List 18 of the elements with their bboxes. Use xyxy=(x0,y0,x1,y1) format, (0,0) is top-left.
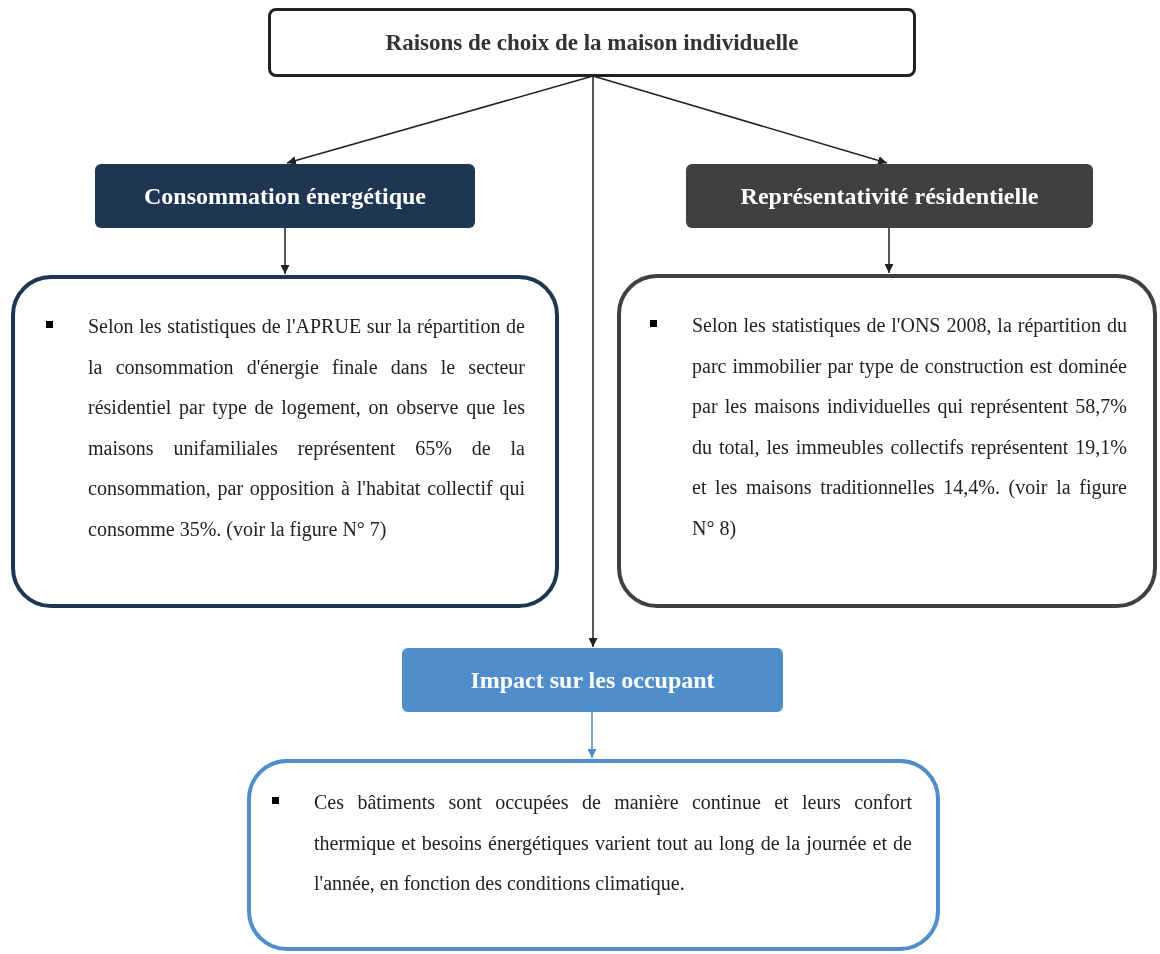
bullet-text: Selon les statistiques de l'ONS 2008, la répartition du parc immobilier par type de construction est dominée par les maisons individuelles qui représentent 58,7% du total, les immeubles collectifs représentent 19,1% et les maisons traditionnelles 14,4%. (voir la figure N° 8) xyxy=(692,313,1127,542)
arrow xyxy=(884,226,894,274)
text-card xyxy=(247,759,940,951)
bullet-text: Ces bâtiments sont occupées de manière continue et leurs confort thermique et besoins énergétiques varient tout au long de la journée et de l'année, en fonction des conditions climatique. xyxy=(314,790,912,897)
heading-text: Impact sur les occupant xyxy=(470,666,715,694)
heading-text: Consommation énergétique xyxy=(144,182,426,210)
bullet-text: Selon les statistiques de l'APRUE sur la répartition de la consommation d'énergie finale dans le secteur résidentiel par type de logement, on observe que les maisons unifamiliales représentent 65% de la consommation, par opposition à l'habitat collectif qui consomme 35%. (voir la figure N° 7) xyxy=(88,314,525,543)
heading-text: Raisons de choix de la maison individuelle xyxy=(385,29,799,56)
arrow xyxy=(587,710,597,759)
category-header xyxy=(95,164,475,228)
heading-text: Représentativité résidentielle xyxy=(740,182,1039,210)
title-box xyxy=(268,8,916,77)
arrow xyxy=(280,226,290,275)
text-card xyxy=(617,274,1157,608)
arrow xyxy=(588,75,598,648)
category-header xyxy=(686,164,1093,228)
text-card xyxy=(11,275,559,608)
category-header xyxy=(402,648,783,712)
